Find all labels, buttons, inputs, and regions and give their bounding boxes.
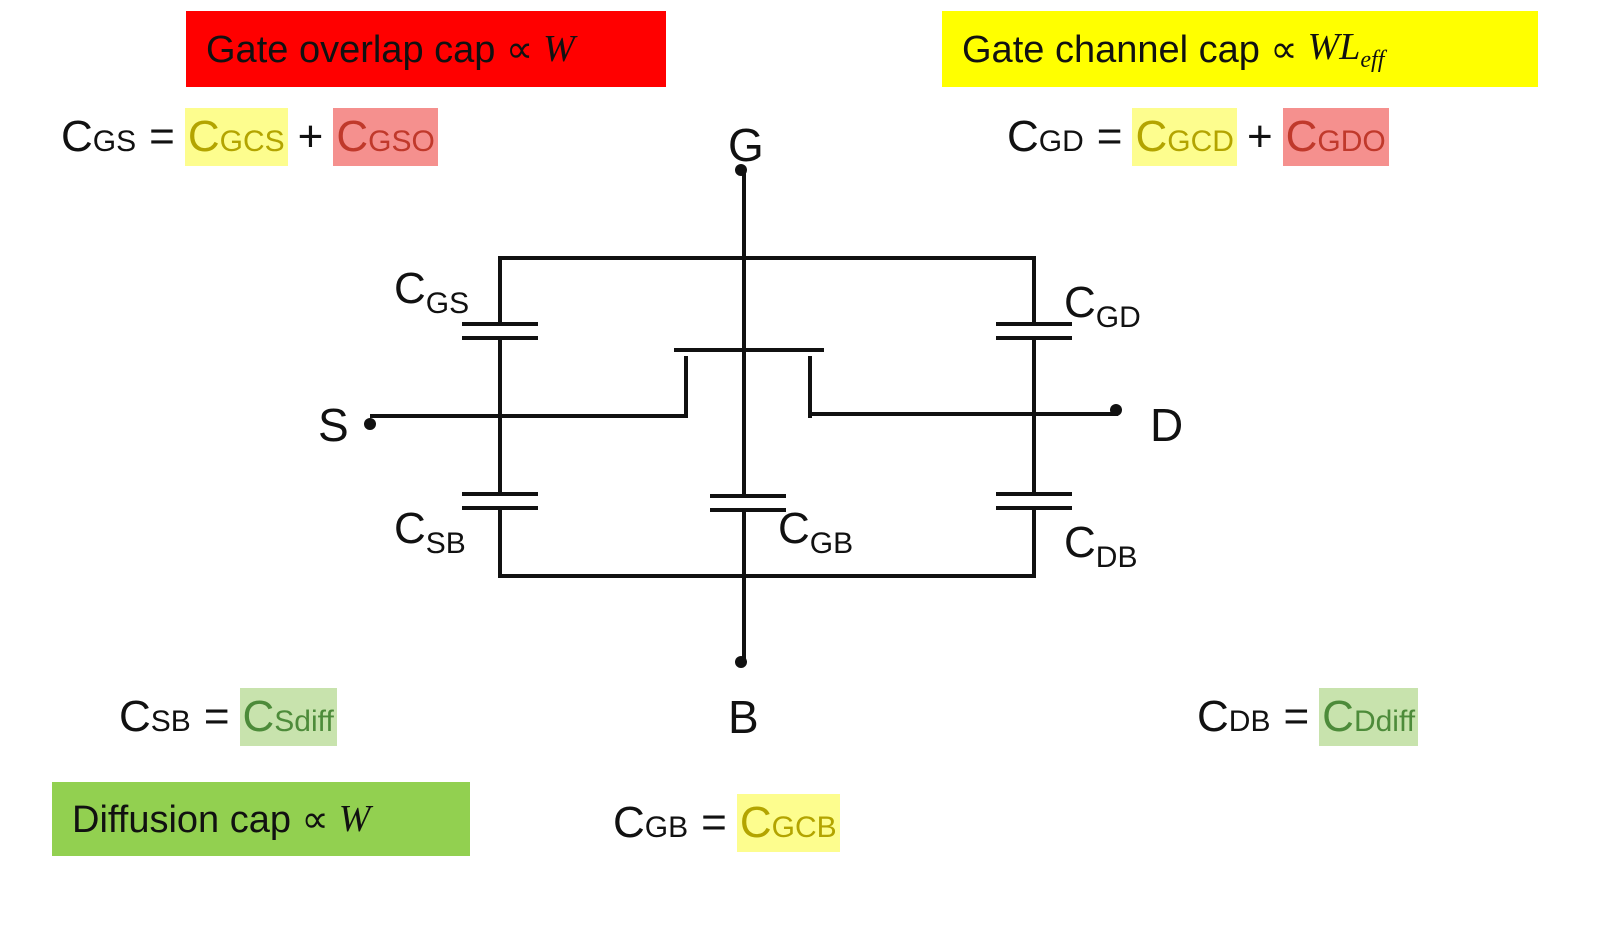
drain-node-label: D (1150, 399, 1184, 451)
cgs-cap-label: CGS (394, 264, 470, 320)
source-terminal-dot (364, 418, 376, 430)
gate-channel-var-sub: eff (1360, 46, 1385, 73)
diffusion-cap-box: Diffusion cap ∝ W (52, 782, 470, 856)
gate-terminal-dot (735, 164, 747, 176)
gate-channel-cap-box: Gate channel cap ∝ WLeff (942, 11, 1538, 87)
cgd-cap-label: CGD (1064, 278, 1141, 334)
drain-terminal-dot (1110, 404, 1122, 416)
cdb-cap-label: CDB (1064, 518, 1138, 574)
cgb-cap-label: CGB (778, 504, 854, 560)
gate-channel-var: WL (1307, 25, 1361, 68)
gate-overlap-cap-text: Gate overlap cap ∝ (206, 28, 534, 71)
gate-node-label: G (728, 119, 764, 171)
csb-cap-label: CSB (394, 504, 466, 560)
diffusion-cap-text: Diffusion cap ∝ (72, 798, 329, 841)
gate-overlap-cap-box: Gate overlap cap ∝ W (186, 11, 666, 87)
source-node-label: S (318, 399, 349, 451)
gate-channel-cap-text: Gate channel cap ∝ (962, 28, 1298, 71)
bulk-terminal-dot (735, 656, 747, 668)
gate-overlap-var: W (543, 28, 575, 70)
bulk-node-label: B (728, 691, 759, 743)
diffusion-var: W (338, 798, 371, 840)
